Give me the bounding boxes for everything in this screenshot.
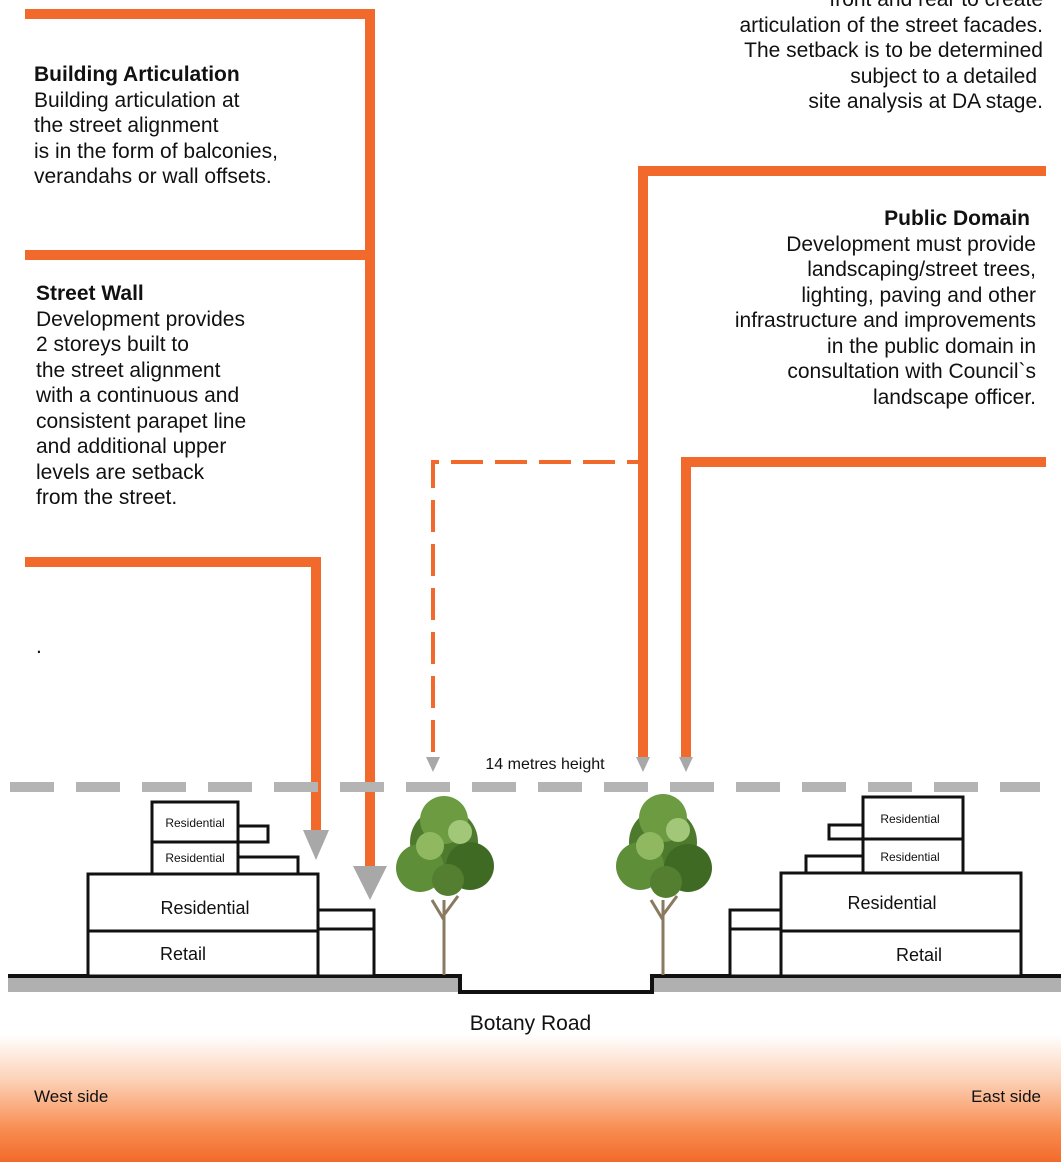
public-domain-line: lighting, paving and other bbox=[801, 283, 1036, 307]
building-articulation-line: Building articulation at bbox=[34, 88, 240, 112]
public-domain-title: Public Domain bbox=[884, 207, 1030, 230]
street-wall-line: and additional upper bbox=[36, 435, 227, 458]
road-label: Botany Road bbox=[469, 1012, 592, 1035]
west-label-residential-top: Residential bbox=[165, 816, 224, 830]
street-wall-line: Development provides bbox=[36, 307, 245, 331]
leader-line-street-wall bbox=[25, 557, 321, 830]
building-articulation-title: Building Articulation bbox=[34, 63, 240, 86]
arrow-height-3 bbox=[679, 757, 693, 772]
arrow-height-1 bbox=[426, 757, 440, 772]
public-domain-line: consultation with Council`s bbox=[787, 360, 1036, 383]
public-domain-text: Public Domain Development must provide l… bbox=[735, 206, 1036, 410]
leader-line-public-domain-lower bbox=[681, 457, 1046, 757]
section-ground-band bbox=[0, 1035, 1061, 1162]
building-articulation-line: is in the form of balconies, bbox=[34, 139, 278, 163]
street-wall-line: with a continuous and bbox=[36, 384, 240, 407]
arrow-street-wall bbox=[303, 830, 329, 860]
leader-line-building-articulation bbox=[25, 9, 375, 866]
west-label-residential: Residential bbox=[160, 898, 249, 918]
height-dashed-leader bbox=[431, 460, 638, 752]
street-wall-text: Street Wall Development provides 2 store… bbox=[36, 281, 246, 511]
street-tree-west bbox=[396, 796, 494, 975]
public-domain-line: in the public domain in bbox=[827, 334, 1036, 358]
arrows bbox=[303, 757, 693, 900]
east-building-labels: Residential Residential Residential Reta… bbox=[847, 812, 942, 965]
ground bbox=[8, 974, 1061, 994]
intro-text: front and rear to create articulation of… bbox=[739, 0, 1043, 115]
street-wall-line: levels are setback bbox=[36, 460, 205, 484]
east-label-retail: Retail bbox=[896, 945, 942, 965]
street-tree-east bbox=[616, 794, 712, 975]
east-building bbox=[728, 795, 1023, 978]
arrow-building-articulation bbox=[353, 866, 387, 900]
building-articulation-text: Building Articulation Building articulat… bbox=[34, 62, 278, 190]
east-label-residential-mid: Residential bbox=[880, 850, 939, 864]
building-articulation-line: verandahs or wall offsets. bbox=[34, 165, 272, 188]
leader-lines bbox=[25, 9, 1046, 866]
intro-line: front and rear to create bbox=[739, 0, 1043, 13]
leader-line-public-domain bbox=[638, 166, 1046, 757]
intro-line: subject to a detailed bbox=[850, 64, 1037, 88]
west-label-retail: Retail bbox=[160, 944, 206, 964]
height-label: 14 metres height bbox=[485, 756, 605, 773]
intro-line: The setback is to be determined bbox=[744, 39, 1043, 62]
west-building bbox=[86, 800, 376, 978]
street-wall-line: 2 storeys built to bbox=[36, 333, 189, 356]
arrow-height-2 bbox=[636, 757, 650, 772]
street-wall-line: from the street. bbox=[36, 486, 178, 509]
intro-line: articulation of the street facades. bbox=[739, 13, 1043, 37]
public-domain-line: Development must provide bbox=[786, 232, 1036, 256]
east-side-label: East side bbox=[971, 1087, 1041, 1106]
street-wall-title: Street Wall bbox=[36, 282, 144, 305]
east-label-residential: Residential bbox=[847, 893, 936, 913]
west-label-residential-mid: Residential bbox=[165, 851, 224, 865]
east-label-residential-top: Residential bbox=[880, 812, 939, 826]
public-domain-line: landscaping/street trees, bbox=[807, 258, 1036, 281]
public-domain-line: landscape officer. bbox=[872, 385, 1036, 409]
building-articulation-line: the street alignment bbox=[34, 114, 219, 137]
street-wall-line: consistent parapet line bbox=[36, 409, 247, 433]
public-domain-line: infrastructure and improvements bbox=[734, 309, 1036, 332]
street-wall-line: the street alignment bbox=[36, 358, 221, 382]
west-side-label: West side bbox=[34, 1087, 109, 1106]
stray-mark: . bbox=[36, 635, 42, 658]
intro-line: site analysis at DA stage. bbox=[808, 90, 1043, 113]
west-building-labels: Residential Residential Residential Reta… bbox=[160, 816, 250, 964]
